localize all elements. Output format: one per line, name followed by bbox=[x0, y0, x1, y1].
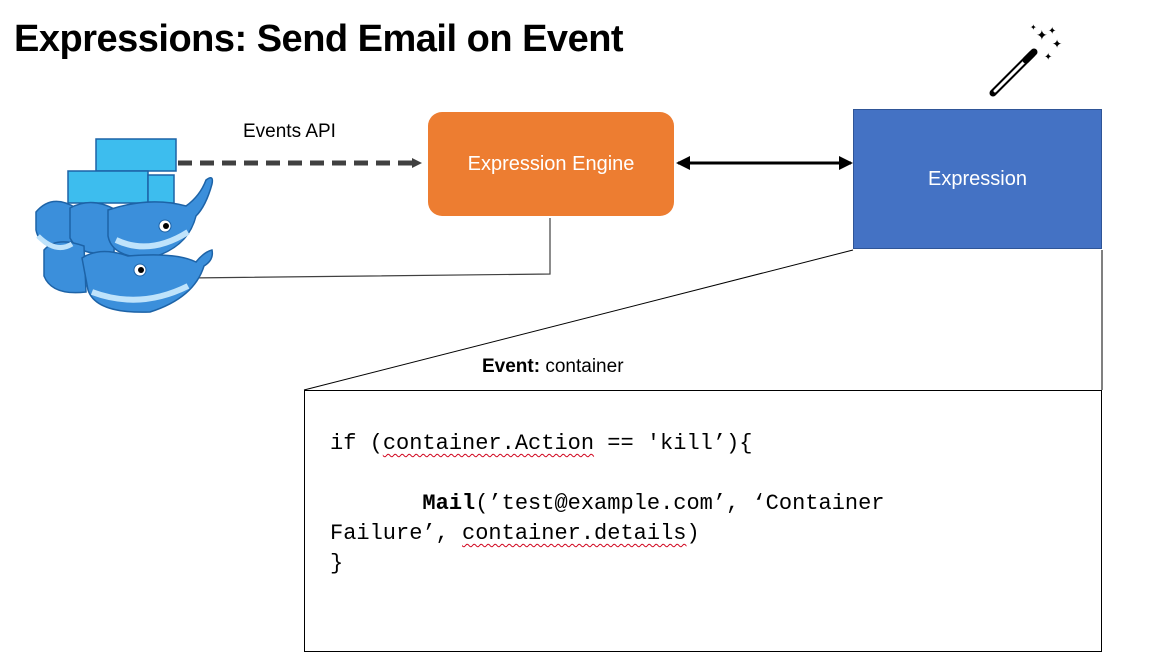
expression-engine-box: Expression Engine bbox=[428, 112, 674, 216]
expression-box: Expression bbox=[853, 109, 1102, 249]
code-indent bbox=[330, 491, 422, 516]
code-mail-args: (’test@example.com’, ‘Container bbox=[475, 491, 885, 516]
svg-text:✦: ✦ bbox=[1044, 52, 1052, 63]
callout-line-left bbox=[303, 249, 854, 391]
slide-title: Expressions: Send Email on Event bbox=[14, 18, 624, 60]
code-failure-arg: Failure’, bbox=[330, 521, 463, 546]
svg-text:✦: ✦ bbox=[1030, 23, 1037, 32]
code-container-details: container.details bbox=[462, 521, 687, 546]
event-caption: Event: container bbox=[482, 356, 624, 378]
docker-whales-icon bbox=[35, 138, 214, 313]
code-line-3: Failure’, container.details) bbox=[330, 519, 700, 549]
code-line-2: Mail(’test@example.com’, ‘Container bbox=[330, 489, 885, 519]
svg-text:✦: ✦ bbox=[1052, 37, 1062, 51]
code-container-action: container.Action bbox=[382, 431, 595, 456]
code-close-paren: ) bbox=[686, 521, 700, 546]
code-if-keyword: if ( bbox=[330, 431, 383, 456]
engine-to-docker-connector bbox=[187, 218, 551, 279]
svg-text:✦: ✦ bbox=[1036, 27, 1048, 43]
code-line-1: if (container.Action == 'kill’){ bbox=[330, 429, 752, 459]
code-mail-function: Mail bbox=[422, 491, 476, 516]
code-line-4: } bbox=[330, 551, 344, 576]
events-api-label: Events API bbox=[243, 121, 336, 142]
expression-label: Expression bbox=[928, 167, 1027, 190]
svg-text:✦: ✦ bbox=[1048, 26, 1056, 37]
code-box: if (container.Action == 'kill’){ Mail(’t… bbox=[304, 390, 1102, 652]
magic-wand-icon: ✦ ✦ ✦ ✦ ✦ bbox=[989, 23, 1062, 97]
event-caption-key: Event: bbox=[482, 356, 541, 377]
code-condition-rest: == 'kill’){ bbox=[594, 431, 753, 456]
expression-engine-label: Expression Engine bbox=[467, 152, 635, 175]
event-caption-value: container bbox=[540, 356, 624, 377]
